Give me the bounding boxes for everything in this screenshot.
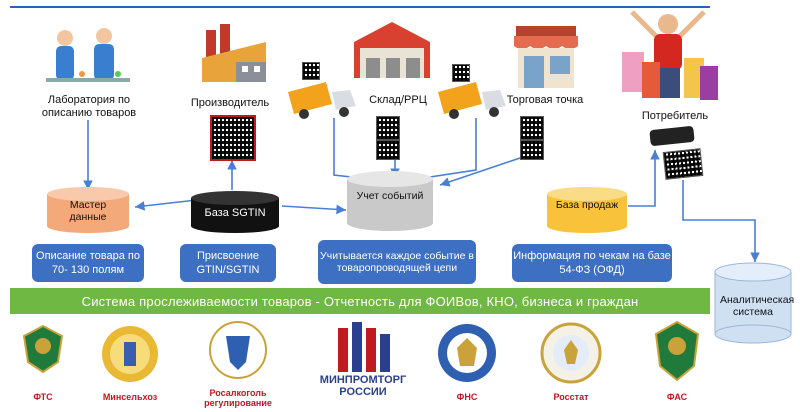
store-icon xyxy=(510,20,582,90)
traceability-banner: Система прослеживаемости товаров - Отчет… xyxy=(10,288,710,314)
info-box-assignment: Присвоение GTIN/SGTIN xyxy=(180,244,276,282)
producer-label: Производитель xyxy=(190,97,270,109)
sales-db xyxy=(546,186,628,234)
qr-code-icon xyxy=(520,116,544,140)
qr-code-icon xyxy=(376,116,400,140)
org-label-minselkhoz: Минсельхоз xyxy=(102,392,158,402)
consumer-label: Потребитель xyxy=(641,110,709,122)
sgtin-db-label: База SGTIN xyxy=(204,207,266,219)
rosalkogol-emblem-icon xyxy=(206,320,270,382)
analytics-db-label: Аналитическая система xyxy=(720,294,795,318)
fns-emblem-icon xyxy=(434,322,500,384)
sgtin-db xyxy=(190,190,280,234)
barcode-small-icon xyxy=(302,62,320,80)
warehouse-icon xyxy=(350,18,434,84)
barcode-small-icon xyxy=(452,64,470,82)
store-label: Торговая точка xyxy=(506,94,584,106)
org-label-fts: ФТС xyxy=(33,392,53,402)
org-label-rosalkogol: Росалкоголь регулирование xyxy=(204,388,272,408)
info-box-receipts: Информация по чекам на базе 54-ФЗ (ОФД) xyxy=(512,244,672,282)
master-data-label: Мастер данные xyxy=(69,199,107,223)
factory-icon xyxy=(196,22,272,86)
analytics-db xyxy=(714,262,792,344)
minselkhoz-emblem-icon xyxy=(100,322,160,386)
truck-icon xyxy=(288,82,358,120)
org-label-minpromtorg: МИНПРОМТОРГ РОССИИ xyxy=(319,374,407,398)
lab-illustration xyxy=(38,18,138,88)
sales-db-label: База продаж xyxy=(555,199,619,211)
fas-emblem-icon xyxy=(646,318,708,386)
consumer-with-bags-icon xyxy=(612,6,722,106)
truck-icon xyxy=(438,82,508,120)
minpromtorg-logo-icon xyxy=(328,320,398,374)
info-box-description: Описание товара по 70- 130 полям xyxy=(32,244,144,282)
master-data-db xyxy=(46,186,130,234)
receipt-qr-icon xyxy=(662,148,704,180)
qr-code-icon xyxy=(376,140,400,160)
top-rule xyxy=(10,6,710,8)
org-label-fns: ФНС xyxy=(456,392,478,402)
info-box-tracking: Учитывается каждое событие в товаропрово… xyxy=(318,240,476,284)
events-db-label: Учет событий xyxy=(356,190,424,202)
datamatrix-code-icon xyxy=(210,115,256,161)
lab-label: Лаборатория по описанию товаров xyxy=(41,94,137,119)
rosstat-emblem-icon xyxy=(538,322,604,384)
warehouse-label: Склад/РРЦ xyxy=(369,94,427,106)
fts-emblem-icon xyxy=(12,322,74,374)
org-label-fas: ФАС xyxy=(666,392,688,402)
qr-code-icon xyxy=(520,140,544,160)
events-db xyxy=(346,170,434,232)
org-label-rosstat: Росстат xyxy=(553,392,589,402)
